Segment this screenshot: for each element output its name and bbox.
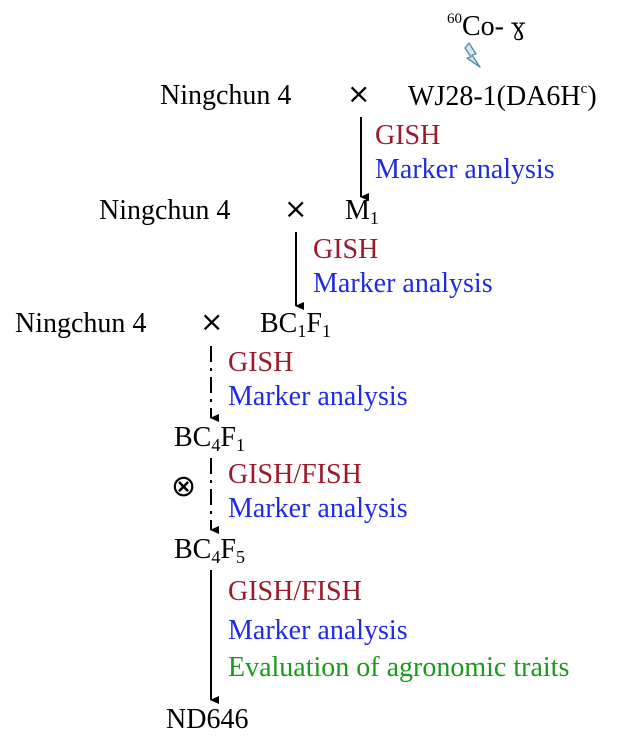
- step-5-marker-analysis: Marker analysis: [228, 615, 408, 646]
- final-line-nd646: ND646: [166, 704, 249, 735]
- step-1-gish: GISH: [375, 120, 441, 151]
- parent-ningchun-4: Ningchun 4: [160, 80, 292, 111]
- cross-symbol: ×: [200, 305, 224, 338]
- step-1-marker-analysis: Marker analysis: [375, 154, 555, 185]
- cross-symbol: ×: [347, 77, 371, 110]
- step-3-marker-analysis: Marker analysis: [228, 381, 408, 412]
- lightning-bolt-icon: [464, 42, 481, 68]
- step-2-gish: GISH: [313, 234, 379, 265]
- step-4-marker-analysis: Marker analysis: [228, 493, 408, 524]
- step-4-gish-fish: GISH/FISH: [228, 459, 362, 490]
- partner-wj28-1: WJ28-1(DA6Hc): [408, 81, 597, 112]
- generation-bc4f1: BC4F1: [174, 422, 245, 455]
- selfing-symbol: ⊗: [171, 469, 197, 504]
- parent-ningchun-4: Ningchun 4: [15, 308, 147, 339]
- partner-m1: M1: [345, 195, 379, 228]
- step-5-agronomic-evaluation: Evaluation of agronomic traits: [228, 652, 570, 683]
- cross-symbol: ×: [284, 192, 308, 225]
- step-5-gish-fish: GISH/FISH: [228, 576, 362, 607]
- step-2-marker-analysis: Marker analysis: [313, 268, 493, 299]
- parent-ningchun-4: Ningchun 4: [99, 195, 231, 226]
- step-3-gish: GISH: [228, 347, 294, 378]
- mutagen-label: 60Co- ɣ: [447, 11, 526, 42]
- generation-bc4f5: BC4F5: [174, 534, 245, 567]
- partner-bc1f1: BC1F1: [260, 308, 331, 341]
